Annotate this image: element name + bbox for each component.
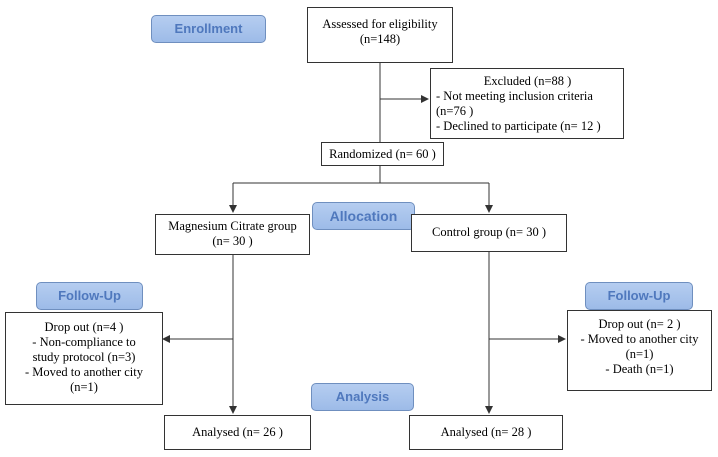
excluded-item-not-meeting-count: (n=76 ) (436, 104, 474, 118)
magnesium-group-box: Magnesium Citrate group (n= 30 ) (155, 214, 310, 255)
dropout-left-box: Drop out (n=4 ) - Non-compliance to stud… (5, 312, 163, 405)
excluded-box: Excluded (n=88 ) - Not meeting inclusion… (430, 68, 624, 139)
dropout-right-box: Drop out (n= 2 ) - Moved to another city… (567, 310, 712, 391)
stage-follow-up-left: Follow-Up (36, 282, 143, 310)
excluded-item-not-meeting: - Not meeting inclusion criteria (436, 89, 593, 103)
dropout-left-title: Drop out (n=4 ) (44, 320, 124, 334)
magnesium-group-label: Magnesium Citrate group (168, 219, 297, 233)
dropout-right-title: Drop out (n= 2 ) (598, 317, 681, 331)
dropout-right-reason-1: - Moved to another city (580, 332, 699, 346)
excluded-title: Excluded (n=88 ) (483, 74, 572, 88)
stage-enrollment: Enrollment (151, 15, 266, 43)
assessed-count: (n=148) (359, 32, 401, 46)
assessed-box: Assessed for eligibility (n=148) (307, 7, 453, 63)
dropout-left-reason-1-count: study protocol (n=3) (32, 350, 136, 364)
stage-allocation: Allocation (312, 202, 415, 230)
magnesium-group-count: (n= 30 ) (212, 234, 253, 248)
analysed-left-box: Analysed (n= 26 ) (164, 415, 311, 450)
stage-analysis: Analysis (311, 383, 414, 411)
analysed-right-box: Analysed (n= 28 ) (409, 415, 563, 450)
dropout-left-reason-2-count: (n=1) (70, 380, 98, 394)
dropout-right-reason-1-count: (n=1) (625, 347, 654, 361)
dropout-left-reason-1: - Non-compliance to (32, 335, 136, 349)
dropout-right-reason-2: - Death (n=1) (605, 362, 674, 376)
excluded-item-declined: - Declined to participate (n= 12 ) (436, 119, 601, 133)
dropout-left-reason-2: - Moved to another city (24, 365, 144, 379)
control-group-box: Control group (n= 30 ) (411, 214, 567, 252)
randomized-box: Randomized (n= 60 ) (321, 142, 444, 166)
stage-follow-up-right: Follow-Up (585, 282, 693, 310)
assessed-label: Assessed for eligibility (322, 17, 438, 31)
